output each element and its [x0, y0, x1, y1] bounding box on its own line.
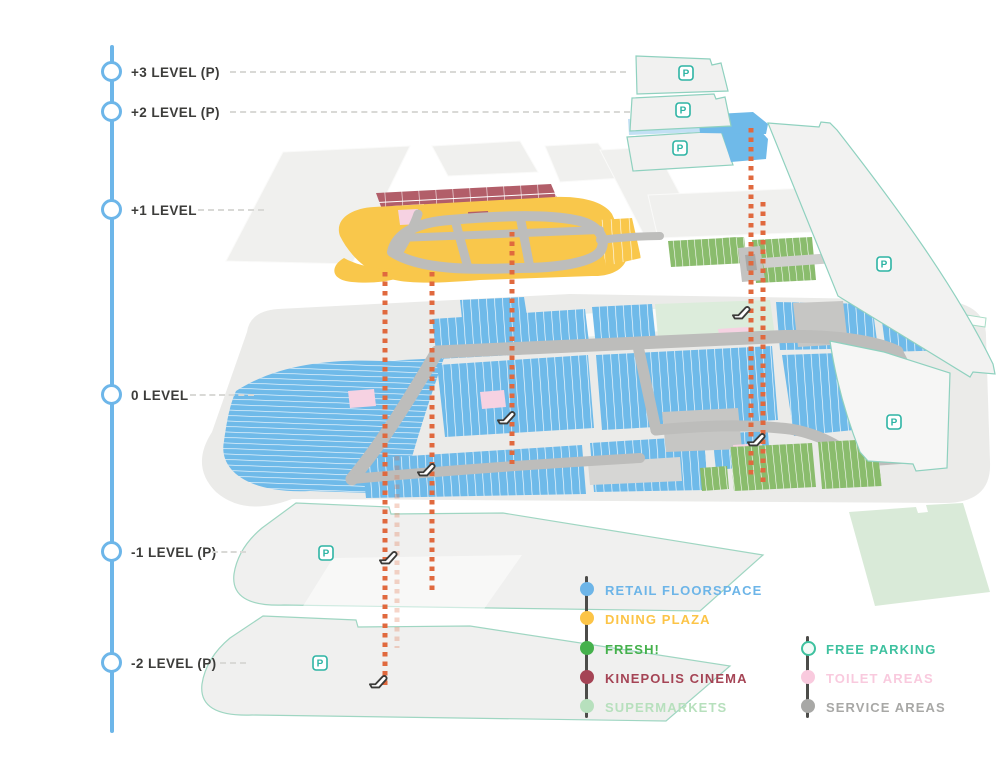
level-marker — [101, 652, 122, 673]
level-marker — [101, 101, 122, 122]
fresh-area — [722, 237, 738, 253]
legend-label-cinema: KINEPOLIS CINEMA — [605, 671, 748, 686]
parking-icon: P — [876, 256, 892, 272]
legend-label-service: SERVICE AREAS — [826, 700, 946, 715]
legend-label-parking: FREE PARKING — [826, 642, 937, 657]
fresh-area — [700, 466, 729, 491]
parking-icon: P — [318, 545, 334, 561]
level-leader — [220, 662, 246, 664]
level-label: 0 LEVEL — [131, 388, 189, 403]
dining-plaza-area — [334, 258, 412, 283]
service-bridge — [762, 253, 835, 268]
circulation-lines — [382, 128, 766, 688]
svg-text:P: P — [677, 144, 684, 155]
legend-dot-fresh — [580, 641, 594, 655]
level-marker — [101, 541, 122, 562]
legend-label-toilets: TOILET AREAS — [826, 671, 934, 686]
svg-text:P: P — [317, 659, 324, 670]
plus1-context-buildings — [225, 140, 819, 265]
level-leader — [212, 551, 246, 553]
legend-label-fresh: FRESH! — [605, 642, 660, 657]
legend-dot-parking — [801, 641, 816, 656]
toilet-area — [480, 390, 506, 409]
legend-label-retail: RETAIL FLOORSPACE — [605, 583, 763, 598]
svg-text:P: P — [881, 260, 888, 271]
parking-icon: P — [312, 655, 328, 671]
retail-block — [592, 304, 656, 347]
level-leader — [230, 71, 626, 73]
svg-text:P: P — [891, 418, 898, 429]
svg-text:P: P — [323, 549, 330, 560]
retail-wing — [722, 130, 768, 162]
ground-level — [201, 294, 991, 507]
legend-dot-service — [801, 699, 815, 713]
context-block — [431, 140, 539, 177]
parking-icons: P P P P P P P — [312, 65, 902, 671]
context-block — [647, 187, 819, 239]
level-marker — [101, 199, 122, 220]
minus2-parking-slab — [201, 615, 732, 722]
legend-dot-dining — [580, 611, 594, 625]
legend-dot-cinema — [580, 670, 594, 684]
level-label: +2 LEVEL (P) — [131, 105, 220, 120]
level-marker — [101, 384, 122, 405]
level-label: +3 LEVEL (P) — [131, 65, 220, 80]
level-label: -2 LEVEL (P) — [131, 656, 217, 671]
svg-text:P: P — [680, 106, 687, 117]
plaza-deck-paths — [387, 209, 664, 274]
legend-dot-toilets — [801, 670, 815, 684]
parking-slabs — [626, 55, 768, 172]
parking-icon: P — [886, 414, 902, 430]
legend-dot-retail — [580, 582, 594, 596]
plus1-level — [334, 184, 835, 283]
fresh-area — [730, 443, 816, 491]
level-leader — [230, 111, 630, 113]
legend-label-supermarkets: SUPERMARKETS — [605, 700, 728, 715]
retail-block — [460, 297, 527, 319]
legend-label-dining: DINING PLAZA — [605, 612, 711, 627]
legend-dot-supermarkets — [580, 699, 594, 713]
parking-icon: P — [675, 102, 691, 118]
toilet-area — [348, 389, 376, 408]
svg-text:P: P — [683, 69, 690, 80]
dining-plaza-area — [598, 218, 641, 266]
slab-overlay — [300, 555, 522, 611]
parking-icon: P — [672, 140, 688, 156]
parking-icon: P — [678, 65, 694, 81]
level-label: -1 LEVEL (P) — [131, 545, 217, 560]
level-marker — [101, 61, 122, 82]
ground-parking-garage — [829, 340, 951, 472]
retail-block — [437, 355, 594, 437]
level-label: +1 LEVEL — [131, 203, 197, 218]
level-leader — [198, 209, 264, 211]
level-leader — [190, 394, 254, 396]
supermarket-building — [849, 503, 990, 606]
plus1-parking-garage — [767, 121, 996, 378]
